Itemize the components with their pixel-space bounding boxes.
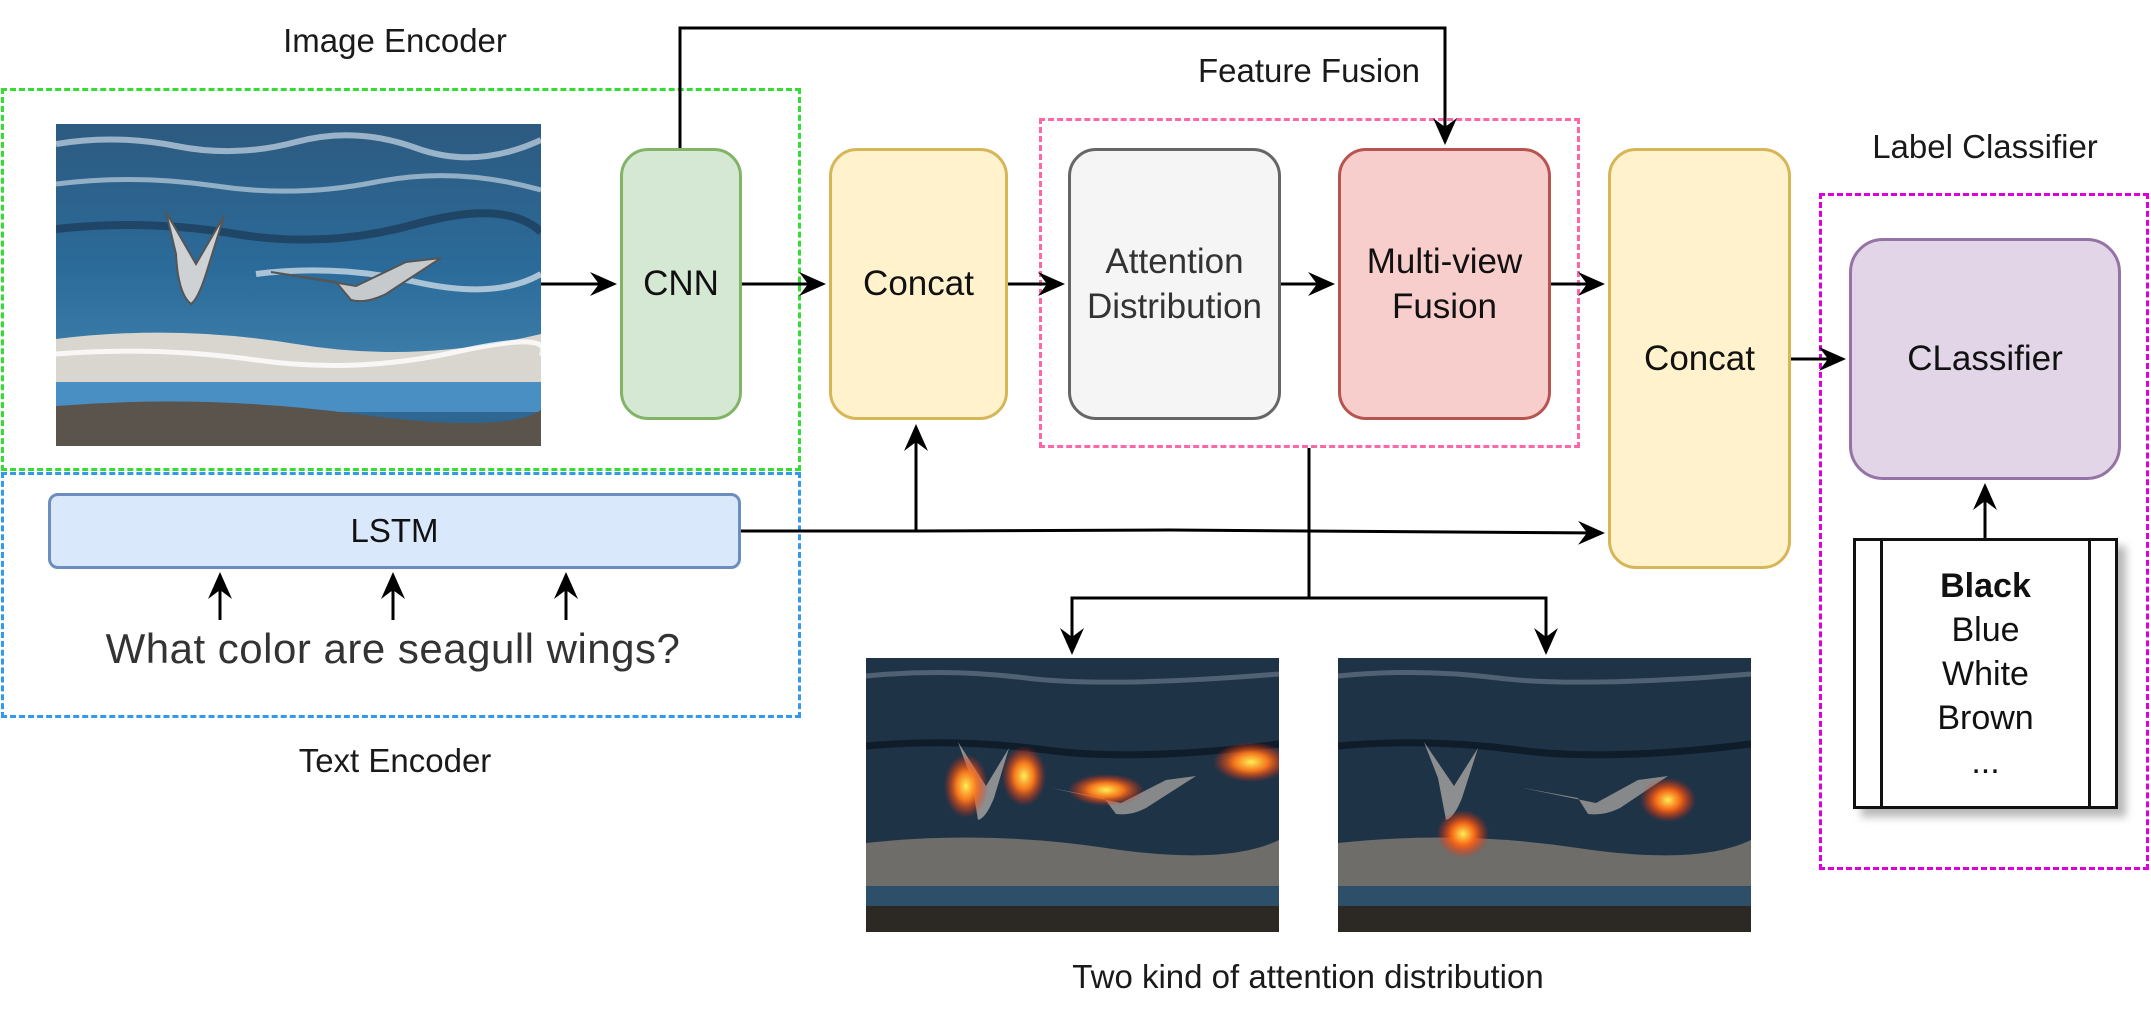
multiview-fusion-node: Multi-view Fusion [1338,148,1551,420]
attention-caption: Two kind of attention distribution [1072,958,1544,995]
cnn-node: CNN [620,148,742,420]
question-text: What color are seagull wings? [105,625,681,672]
input-seagull-photo [56,124,541,446]
answer-label-blue: Blue [1951,610,2020,649]
answer-label-white: White [1942,654,2029,693]
attention-distribution-label: Attention Distribution [1086,241,1263,327]
edge-lstm-to-concat-2 [915,520,1605,545]
answer-label-list: Black Blue White Brown ... [1853,538,2118,809]
text-encoder-title: Text Encoder [298,742,492,779]
concat-2-label: Concat [1644,338,1755,378]
concat-1-label: Concat [863,264,974,304]
answer-label-brown: Brown [1937,698,2034,737]
label-classifier-region [1819,193,2149,870]
answer-label-black: Black [1940,566,2031,605]
classifier-label: CLassifier [1907,339,2063,379]
attention-map-1 [866,658,1279,932]
cnn-label: CNN [643,264,719,304]
concat-node-2: Concat [1608,148,1791,569]
text-encoder-region [1,472,801,718]
list-right-divider [2088,541,2091,806]
feature-fusion-title: Feature Fusion [1198,52,1420,89]
label-classifier-title: Label Classifier [1872,128,2098,165]
image-encoder-title: Image Encoder [283,22,507,59]
edge-fusion-to-map-2 [1309,596,1558,655]
concat-node-1: Concat [829,148,1008,420]
lstm-node: LSTM [48,493,741,569]
classifier-node: CLassifier [1849,238,2121,480]
edge-fusion-to-maps [1060,448,1311,655]
list-left-divider [1880,541,1883,806]
answer-label-more: ... [1971,742,2000,781]
lstm-label: LSTM [350,511,439,549]
multiview-fusion-label: Multi-view Fusion [1366,241,1523,327]
attention-map-2 [1338,658,1751,932]
attention-distribution-node: Attention Distribution [1068,148,1281,420]
